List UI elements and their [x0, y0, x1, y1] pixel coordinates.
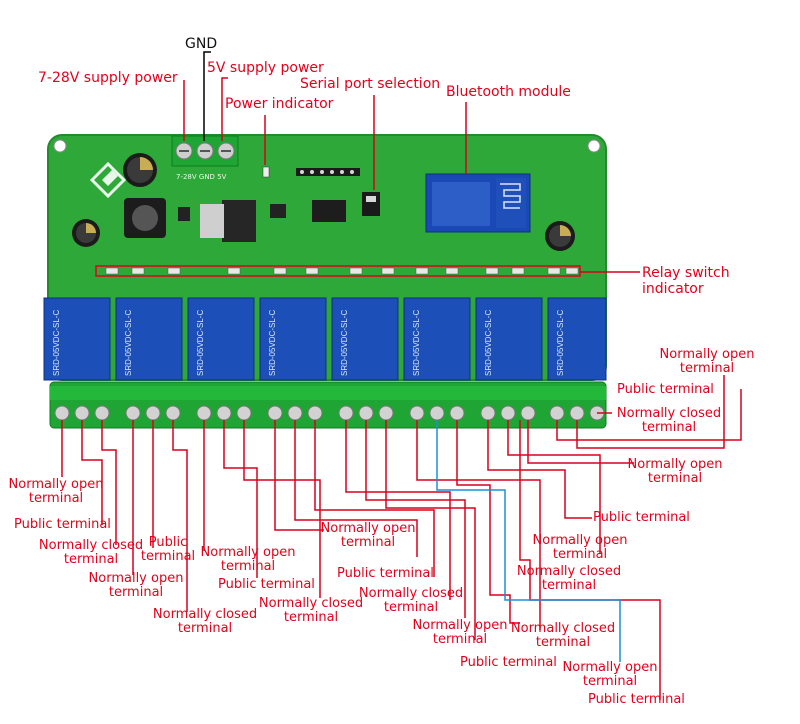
label-right-nc: Normally closed terminal — [616, 406, 722, 435]
label-r6-pub: Public terminal — [593, 510, 690, 525]
label-7-28v: 7-28V supply power — [38, 70, 178, 86]
label-r6-nc: Normally closed terminal — [516, 564, 622, 593]
relay-8-model: SRD-05VDC-SL-C — [556, 309, 565, 376]
label-r7-no: Normally open terminal — [627, 457, 723, 486]
label-r5-nc: Normally closed terminal — [510, 621, 616, 650]
label-bluetooth: Bluetooth module — [446, 84, 571, 100]
label-r4-pub: Public terminal — [337, 566, 434, 581]
label-gnd: GND — [185, 36, 218, 52]
capacitor-left-bottom — [72, 219, 100, 247]
relay-row — [43, 297, 607, 381]
label-r1-pub: Public terminal — [14, 517, 111, 532]
label-r3-no: Normally open terminal — [200, 545, 296, 574]
label-right-pub: Public terminal — [617, 382, 714, 397]
relay-1-model: SRD-05VDC-SL-C — [52, 309, 61, 376]
output-terminal-strip — [49, 381, 607, 429]
label-r3-nc: Normally closed terminal — [258, 596, 364, 625]
serial-jumper — [362, 192, 380, 216]
relay-3-model: SRD-05VDC-SL-C — [196, 309, 205, 376]
leader-gnd — [203, 51, 211, 141]
relay-2 — [115, 297, 183, 381]
label-right-no: Normally open terminal — [659, 347, 755, 376]
relay-3 — [187, 297, 255, 381]
top-leaders — [183, 77, 640, 273]
relay-7 — [475, 297, 543, 381]
label-r8-no: Normally open terminal — [562, 660, 658, 689]
label-r5-no: Normally open terminal — [412, 618, 508, 647]
relay-5 — [331, 297, 399, 381]
label-r2-no: Normally open terminal — [88, 571, 184, 600]
logo-icon — [89, 161, 127, 199]
capacitor-right — [545, 221, 575, 251]
label-r1-nc: Normally closed terminal — [38, 538, 144, 567]
label-r5-pub: Public terminal — [460, 655, 557, 670]
capacitor-left-top — [123, 153, 157, 187]
relay-4 — [259, 297, 327, 381]
label-r2-pub: Public terminal — [140, 535, 196, 564]
label-r6-no: Normally open terminal — [532, 533, 628, 562]
label-r3-pub: Public terminal — [218, 577, 315, 592]
relay-8 — [547, 297, 607, 381]
power-led — [262, 166, 270, 178]
label-r8-pub: Public terminal — [588, 692, 685, 707]
bluetooth-module — [425, 173, 531, 233]
relay-5-model: SRD-05VDC-SL-C — [340, 309, 349, 376]
header-pins — [296, 168, 360, 176]
blue-leader — [436, 420, 621, 662]
label-r4-no: Normally open terminal — [320, 521, 416, 550]
mcu-chip — [312, 200, 346, 222]
voltage-regulator — [222, 200, 256, 242]
relay-2-model: SRD-05VDC-SL-C — [124, 309, 133, 376]
silk-terminal: 7-28V GND 5V — [176, 173, 227, 181]
label-r2-nc: Normally closed terminal — [152, 607, 258, 636]
relay-led-strip — [95, 265, 581, 277]
label-r4-nc: Normally closed terminal — [358, 586, 464, 615]
bottom-leaders — [61, 375, 742, 700]
label-5v: 5V supply power — [207, 60, 324, 76]
relay-6 — [403, 297, 471, 381]
relay-7-model: SRD-05VDC-SL-C — [484, 309, 493, 376]
relay-1 — [43, 297, 111, 381]
label-relay-indicator: Relay switch indicator — [642, 265, 730, 297]
label-serial-port: Serial port selection — [300, 76, 441, 92]
relay-6-model: SRD-05VDC-SL-C — [412, 309, 421, 376]
label-r1-no: Normally open terminal — [8, 477, 104, 506]
label-power-indicator: Power indicator — [225, 96, 334, 112]
relay-4-model: SRD-05VDC-SL-C — [268, 309, 277, 376]
power-terminal-block — [171, 135, 239, 167]
